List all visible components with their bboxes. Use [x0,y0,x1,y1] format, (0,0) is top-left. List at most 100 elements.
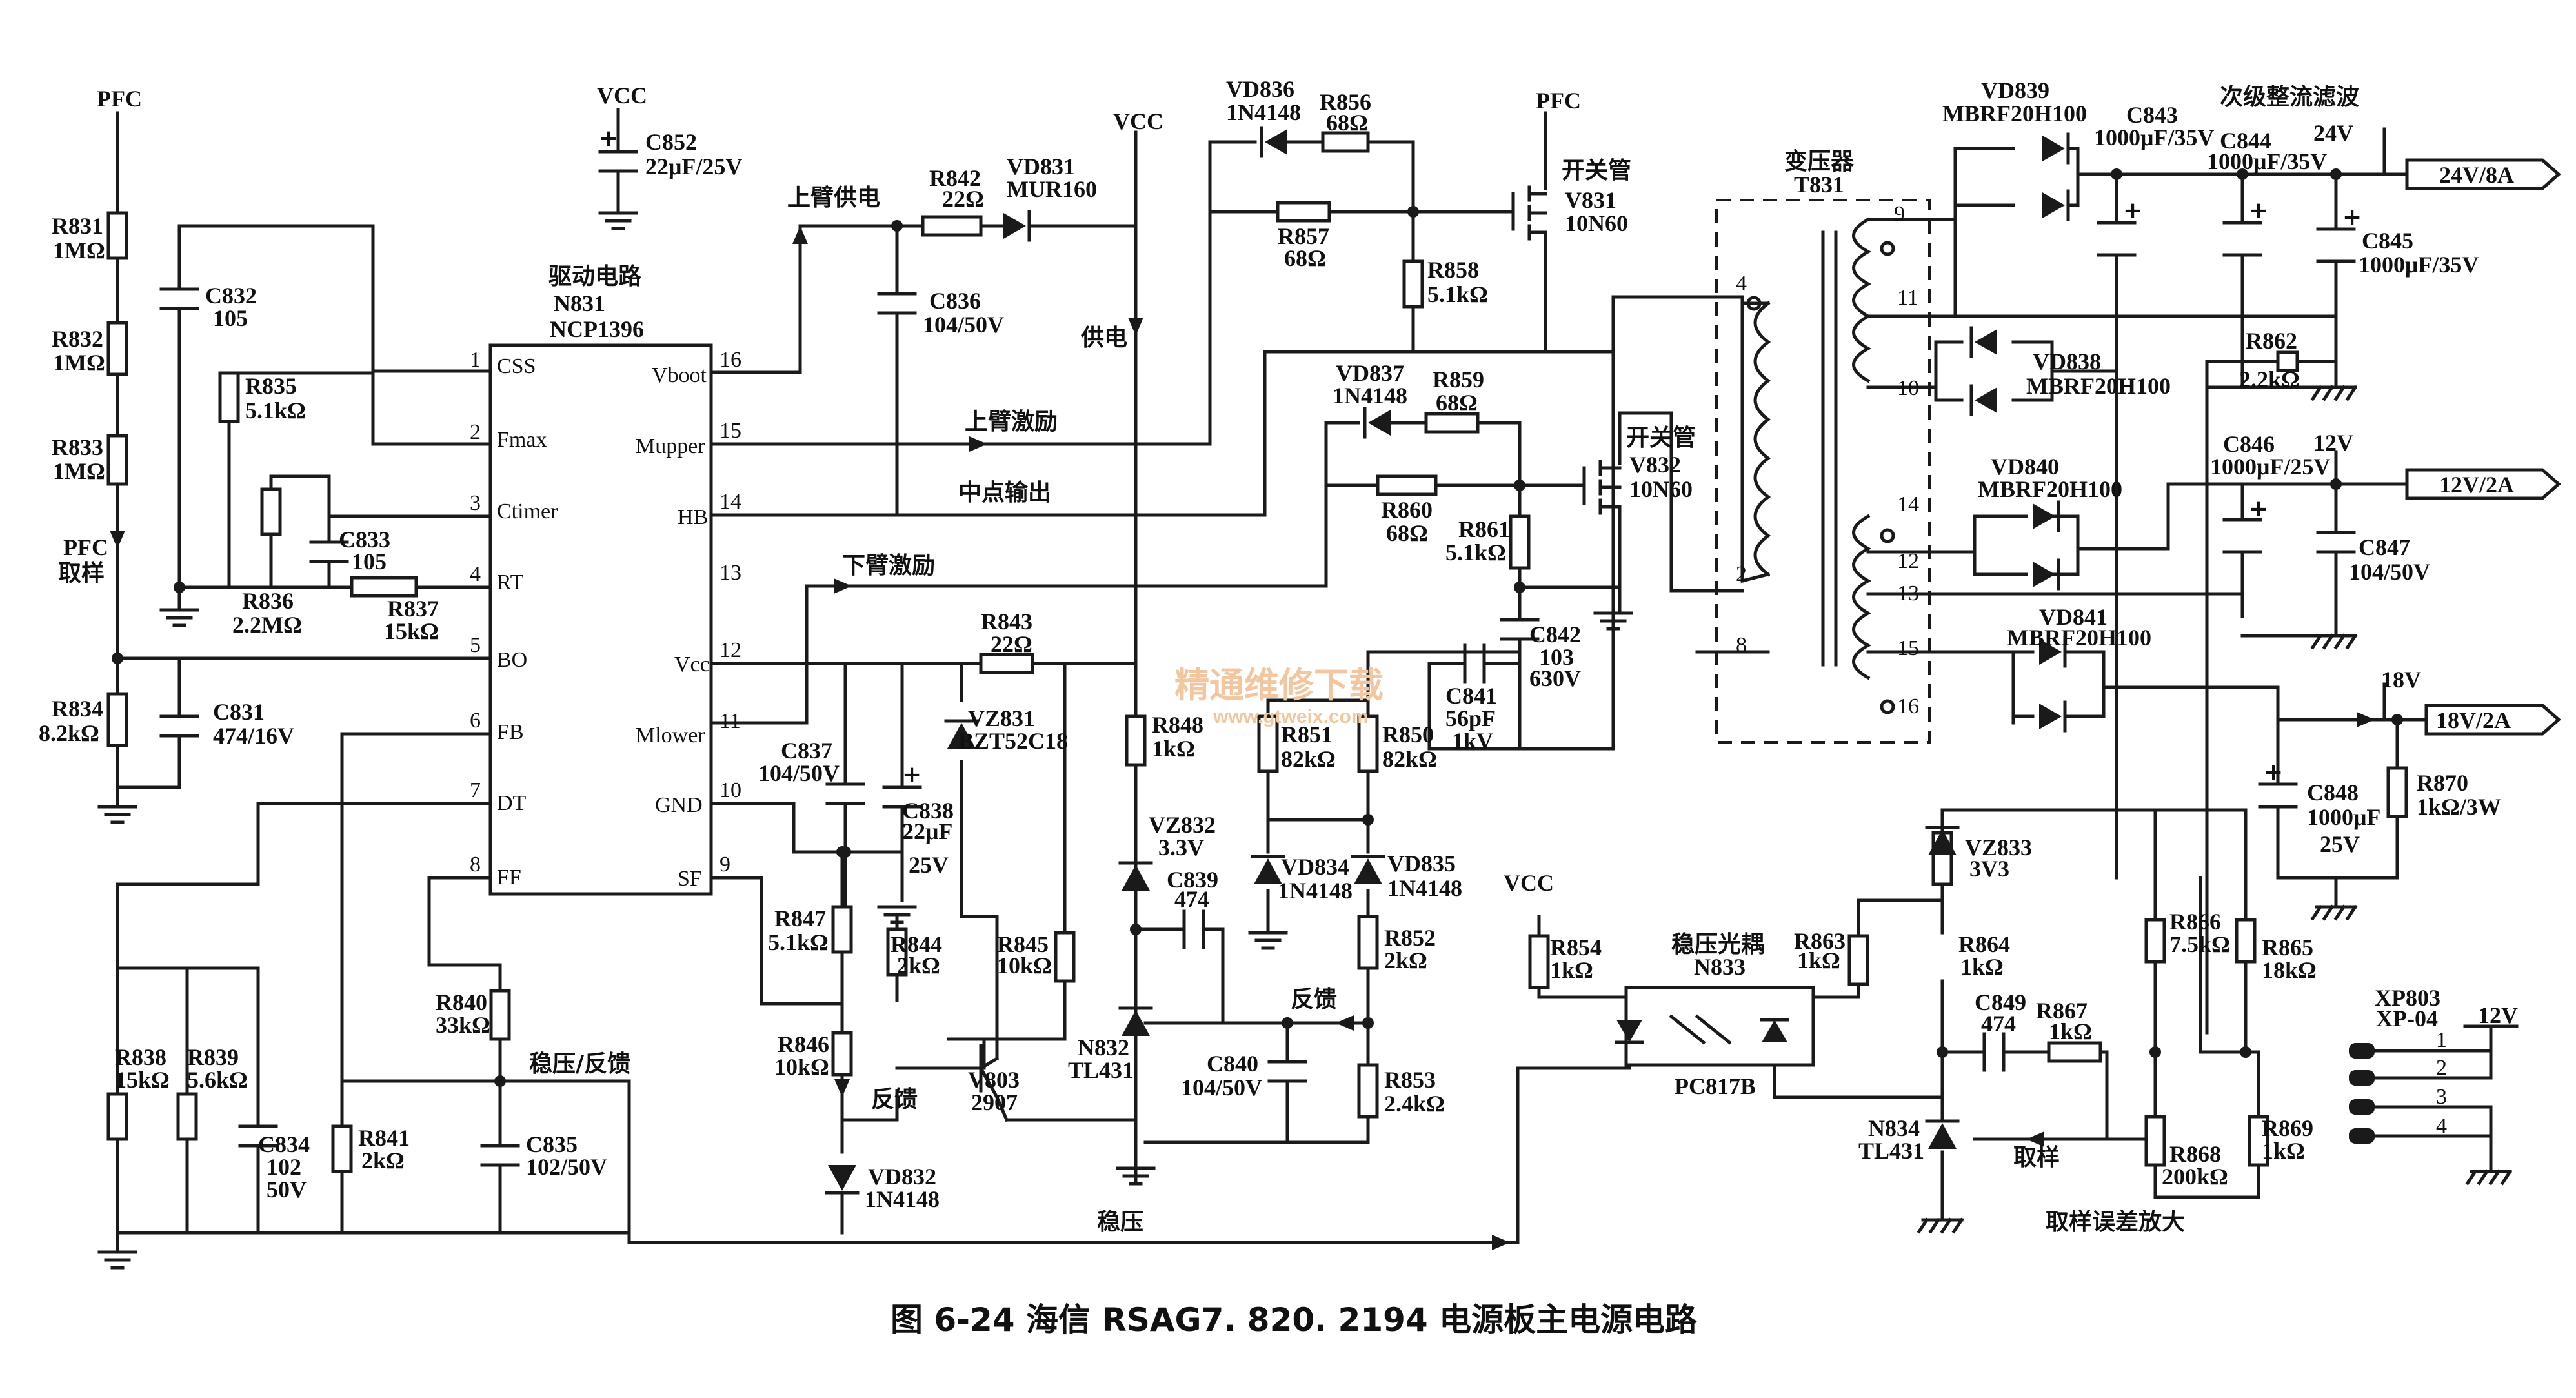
label-r860-val: 68Ω [1386,520,1428,546]
label-r867-val: 1kΩ [2049,1018,2092,1044]
label-n832-ref: N832 [1078,1035,1129,1060]
tr-pin: 15 [1897,636,1919,660]
signal-upper-supply: 上臂供电 [787,185,880,211]
label-c847-ref: C847 [2359,534,2410,560]
label-r863-val: 1kΩ [1797,947,1840,973]
signal-labels: 上臂供电 供电 上臂激励 中点输出 下臂激励 反馈 反馈 稳压 稳压/反馈 取样… [529,84,2359,1235]
label-t831-name: 变压器 [1784,148,1855,175]
label-vd838-ref: VD838 [2033,349,2101,374]
label-n833-ref: N833 [1694,954,1746,980]
label-c846-ref: C846 [2223,431,2275,457]
diode-symbols [825,126,2070,1195]
label-r861-ref: R861 [1458,516,1510,542]
label-r837-ref: R837 [387,596,439,622]
label-r856-ref: R856 [1320,89,1371,115]
label-vd837-ref: VD837 [1336,360,1404,386]
label-c837-ref: C837 [781,738,832,764]
label-n834-ref: N834 [1868,1115,1920,1141]
label-v832-ref: V832 [1629,452,1681,478]
pin-name: CSS [497,354,536,378]
label-r857-ref: R857 [1278,223,1329,249]
label-c848-volt: 25V [2320,831,2360,857]
pin-name: SF [678,867,702,891]
label-r835-val: 5.1kΩ [245,398,306,423]
label-c841-volt: 1kV [1452,728,1493,754]
label-r862-ref: R862 [2246,328,2297,354]
rail-vcc-b: VCC [1113,108,1163,134]
label-r831-ref: R831 [52,213,103,239]
label-c837-val: 104/50V [758,760,840,786]
rail-labels: PFC PFC VCC VCC VCC [97,83,1581,896]
label-c843-ref: C843 [2126,102,2178,128]
label-v831-name: 开关管 [1562,157,1631,184]
label-c849-val: 474 [1981,1011,2016,1037]
label-r868-ref: R868 [2169,1141,2221,1167]
label-r838-ref: R838 [115,1044,166,1070]
label-r867-ref: R867 [2036,998,2088,1024]
output-18v-label: 18V/2A [2436,707,2511,733]
watermark-url: www.gtweix.com [1213,706,1369,727]
label-vd832-val: 1N4148 [865,1186,940,1212]
pin-name: Vboot [652,363,707,387]
label-r868-val: 200kΩ [2162,1164,2228,1190]
label-c843-val: 1000μF/35V [2094,125,2214,150]
svg-text:+: + [2342,204,2362,230]
label-c839-val: 474 [1174,886,1209,912]
label-r836-ref: R836 [242,588,294,614]
label-vd840-val: MBRF20H100 [1978,476,2122,502]
label-c852-ref: C852 [645,129,697,155]
label-r852-val: 2kΩ [1384,947,1427,973]
pin-name: HB [678,505,708,529]
label-c834-val: 102 [267,1154,301,1180]
signal-supply: 供电 [1081,325,1127,351]
label-xp803-part: XP-04 [2376,1006,2438,1031]
label-r838-val: 15kΩ [115,1067,170,1093]
connector-pin-numbers: 1 2 3 4 [2436,1028,2447,1138]
label-r831-val: 1MΩ [53,238,105,263]
signal-feedback-b: 反馈 [1291,986,1337,1013]
label-r840-ref: R840 [436,989,487,1015]
label-c838-ref: C838 [902,798,954,824]
svg-text:+: + [2249,198,2268,224]
label-vd834-ref: VD834 [1281,854,1349,880]
rail-pfc-left: PFC [97,86,142,112]
label-vd840-ref: VD840 [1991,454,2059,480]
label-r839-ref: R839 [187,1044,239,1070]
label-n833-name: 稳压光耦 [1671,931,1764,958]
label-vd831-ref: VD831 [1007,154,1075,179]
label-r865-val: 18kΩ [2262,957,2317,983]
conn-pin: 1 [2436,1028,2447,1052]
label-vd837-val: 1N4148 [1333,383,1407,409]
label-vd832-ref: VD832 [868,1164,936,1190]
output-12v-label: 12V/2A [2439,472,2514,498]
label-c842-volt: 630V [1529,665,1581,691]
signal-arrowheads [110,226,2375,1250]
label-r842-val: 22Ω [942,186,984,212]
label-r859-ref: R859 [1433,367,1484,392]
pin-number: 3 [470,491,481,515]
ic-part: NCP1396 [550,316,644,342]
pin-number: 9 [719,853,730,876]
tr-pin: 11 [1897,286,1918,310]
svg-text:+: + [902,762,921,788]
svg-text:+: + [2123,198,2142,224]
component-labels: R831 1MΩ R832 1MΩ R833 1MΩ PFC 取样 R834 8… [39,76,2518,1212]
pin-name: DT [497,791,527,815]
label-r843-ref: R843 [981,609,1032,634]
signal-upper-drive: 上臂激励 [965,409,1058,435]
label-r858-ref: R858 [1427,257,1479,283]
label-r841-val: 2kΩ [361,1148,405,1173]
label-pfc-sample-b: 取样 [58,560,105,587]
pin-name: Ctimer [497,500,558,523]
pin-name: Fmax [497,428,547,452]
label-c833-val: 105 [352,549,387,574]
label-c839-ref: C839 [1167,867,1218,893]
label-c842-val: 103 [1539,644,1574,670]
pin-number: 7 [470,778,481,802]
label-c835-val: 102/50V [526,1154,607,1180]
label-r847-ref: R847 [774,906,826,931]
pin-number: 6 [470,709,481,733]
resistor-bodies [106,131,2408,1173]
label-vd835-ref: VD835 [1387,851,1456,876]
pin-number: 5 [470,633,481,657]
